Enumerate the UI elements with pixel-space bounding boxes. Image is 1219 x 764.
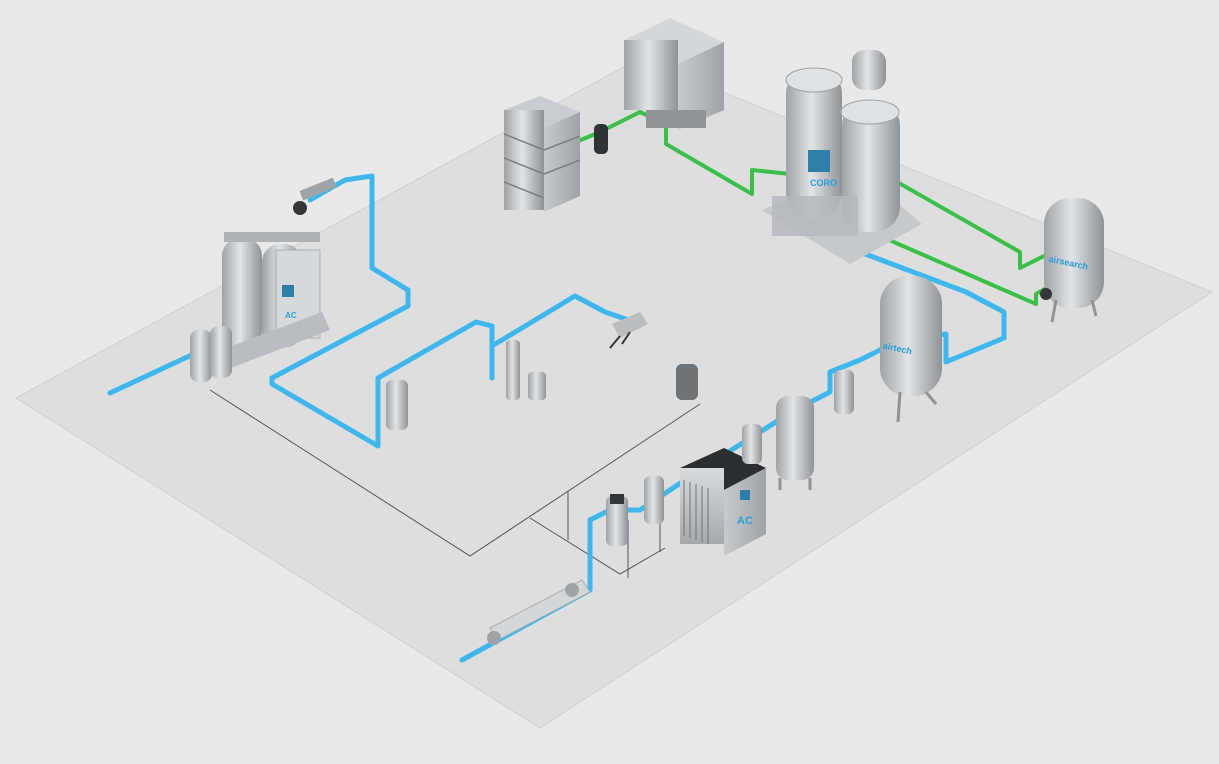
receiver-tank-left: airtech: [880, 276, 942, 423]
generator-control-panel-icon: [808, 150, 830, 172]
dryer-logo: AC: [737, 515, 753, 527]
dryer-control-panel-icon: [282, 285, 294, 297]
filter-icon: [386, 380, 408, 430]
valve-icon: [487, 631, 501, 645]
refrigerant-dryer: AC: [680, 448, 766, 556]
filter-icon: [834, 370, 854, 414]
filter-icon: [644, 476, 664, 524]
oil-water-separator: [776, 396, 814, 490]
filter-icon: [528, 372, 546, 400]
filter-icon: [606, 496, 628, 546]
dryer-control-icon: [740, 490, 750, 500]
valve-icon: [293, 201, 307, 215]
nitrogen-generator: CORO: [762, 50, 922, 264]
desiccant-dryer: AC: [190, 177, 337, 382]
receiver-tank-right: airsearch: [1040, 198, 1104, 323]
flow-meter-section: [487, 579, 591, 645]
manifold-icon: [612, 312, 648, 338]
nitrogen-booster-unit: [624, 18, 724, 130]
filter-icon: [594, 124, 608, 154]
drain-trap-icon: [676, 364, 698, 400]
valve-icon: [1040, 288, 1052, 300]
desiccant-dryer-logo: AC: [285, 311, 297, 320]
filter-icon: [742, 424, 762, 464]
valve-icon: [565, 583, 579, 597]
inline-filters: [606, 370, 854, 546]
point-of-use-equipment: [386, 312, 698, 430]
gas-cylinder-rack: [503, 96, 608, 212]
floor-platform: [15, 57, 1214, 729]
generator-brand-label: CORO: [810, 178, 837, 188]
